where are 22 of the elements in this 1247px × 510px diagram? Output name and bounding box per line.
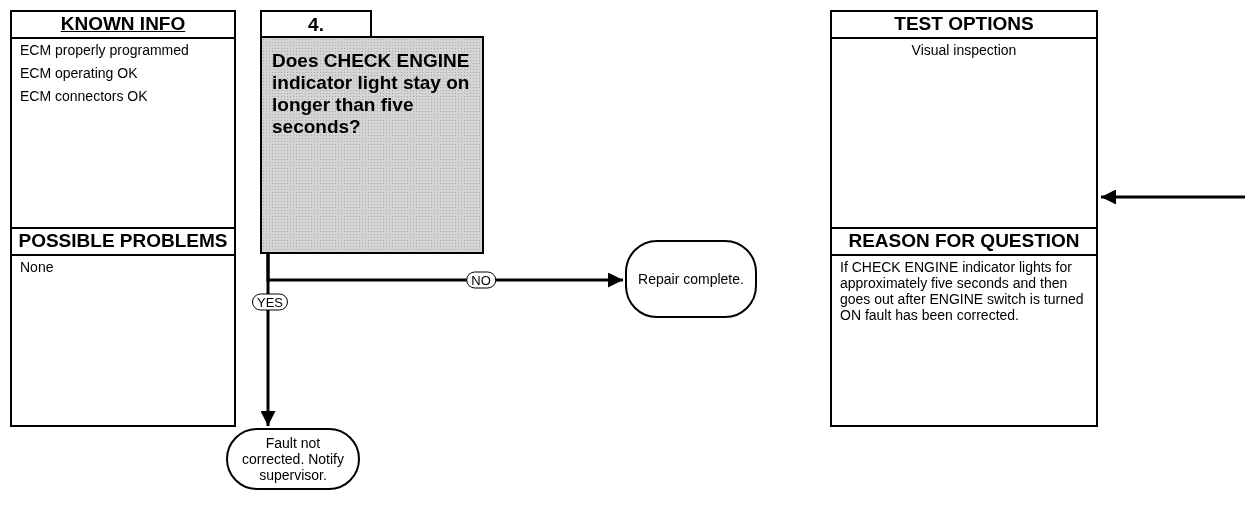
end-box: Fault not corrected. Notify supervisor. (226, 428, 360, 490)
panel-text: None (19, 258, 55, 277)
arrow (260, 254, 276, 426)
edge-label: NO (466, 271, 496, 289)
arrow (1101, 189, 1245, 205)
panel-heading: KNOWN INFO (12, 12, 234, 39)
question-box: Does CHECK ENGINE indicator light stay on longer than five seconds? (260, 36, 484, 254)
edge-label: YES (252, 293, 288, 311)
panel-text: ECM operating OK (19, 64, 139, 83)
info-panel (10, 227, 236, 427)
end-box: Repair complete. (625, 240, 757, 318)
info-panel (830, 227, 1098, 427)
panel-text: If CHECK ENGINE indicator lights for approximately five seconds and then goes out after ENGINE switch is turned ON fault has been corrected. (839, 258, 1085, 325)
step-number: 4. (260, 10, 372, 38)
panel-text: ECM properly programmed (19, 41, 190, 60)
panel-heading: REASON FOR QUESTION (832, 229, 1096, 256)
panel-heading: POSSIBLE PROBLEMS (12, 229, 234, 256)
info-panel (830, 10, 1098, 229)
panel-text: ECM connectors OK (19, 87, 149, 106)
info-panel (10, 10, 236, 229)
panel-heading: TEST OPTIONS (832, 12, 1096, 39)
panel-text: Visual inspection (910, 41, 1018, 60)
